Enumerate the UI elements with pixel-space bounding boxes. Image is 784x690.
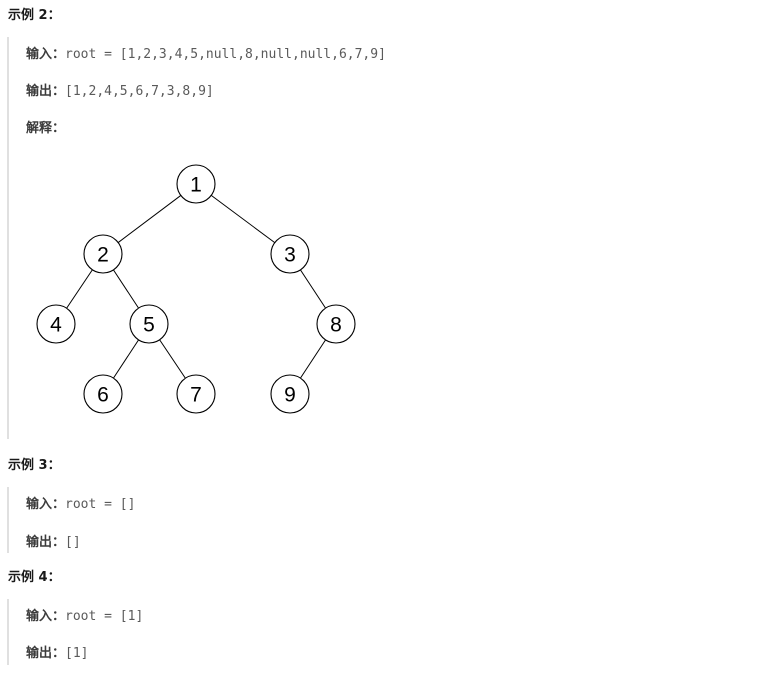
- tree-edge-2-5: [113, 269, 139, 309]
- tree-node-circle: [270, 234, 310, 274]
- tree-node-9: 9: [270, 374, 310, 414]
- example-4-output-line: 输出：[1]: [26, 643, 89, 663]
- tree-node-label: 9: [284, 384, 296, 407]
- example-2-output-label: 输出：: [26, 84, 66, 99]
- tree-node-2: 2: [83, 234, 123, 274]
- example-2-output-line: 输出：[1,2,4,5,6,7,3,8,9]: [26, 81, 214, 101]
- tree-node-circle: [316, 304, 356, 344]
- example-4-input-label: 输入：: [26, 609, 66, 624]
- tree-node-4: 4: [36, 304, 76, 344]
- example-4-input-line: 输入：root = [1]: [26, 606, 143, 626]
- tree-node-circle: [129, 304, 169, 344]
- tree-node-label: 6: [97, 384, 109, 407]
- example-3-input-label: 输入：: [26, 497, 66, 512]
- tree-edges: [66, 194, 326, 379]
- example-2-input-label: 输入：: [26, 47, 66, 62]
- example-2-input-line: 输入：root = [1,2,3,4,5,null,8,null,null,6,…: [26, 44, 386, 64]
- example-2-explain-label: 解释：: [26, 121, 66, 136]
- tree-node-circle: [176, 374, 216, 414]
- example-3-heading: 示例 3：: [8, 458, 61, 473]
- example-2-output-value: [1,2,4,5,6,7,3,8,9]: [65, 84, 214, 99]
- example-4-output-label: 输出：: [26, 646, 66, 661]
- example-3-output-value: []: [65, 535, 81, 550]
- tree-node-label: 8: [330, 314, 342, 337]
- example-3-input-value: root = []: [65, 497, 136, 512]
- tree-node-circle: [270, 374, 310, 414]
- example-4-block: 输入：root = [1] 输出：[1]: [7, 599, 143, 665]
- example-3-output-label: 输出：: [26, 535, 66, 550]
- tree-node-circle: [36, 304, 76, 344]
- tree-edge-3-8: [300, 269, 326, 309]
- tree-node-7: 7: [176, 374, 216, 414]
- example-3-input-line: 输入：root = []: [26, 494, 135, 514]
- example-4-input-value: root = [1]: [65, 609, 144, 624]
- tree-node-circle: [83, 234, 123, 274]
- tree-node-label: 5: [143, 314, 155, 337]
- tree-node-3: 3: [270, 234, 310, 274]
- tree-node-8: 8: [316, 304, 356, 344]
- binary-tree-diagram: 1 2 3 4 5 8 6 7 9: [36, 164, 356, 414]
- tree-node-circle: [83, 374, 123, 414]
- example-2-explain-line: 解释：: [26, 118, 65, 138]
- example-3-output-line: 输出：[]: [26, 532, 81, 552]
- tree-node-label: 3: [284, 244, 296, 267]
- tree-node-label: 2: [97, 244, 109, 267]
- tree-nodes: 1 2 3 4 5 8 6 7 9: [36, 164, 356, 414]
- tree-edge-5-7: [159, 339, 186, 379]
- example-2-input-value: root = [1,2,3,4,5,null,8,null,null,6,7,9…: [65, 47, 386, 62]
- tree-node-5: 5: [129, 304, 169, 344]
- tree-edge-5-6: [113, 339, 139, 379]
- tree-node-6: 6: [83, 374, 123, 414]
- tree-node-label: 7: [190, 384, 202, 407]
- example-3-block: 输入：root = [] 输出：[]: [7, 487, 135, 553]
- example-4-heading: 示例 4：: [8, 570, 61, 585]
- tree-edge-1-3: [210, 194, 276, 244]
- tree-node-label: 4: [50, 314, 62, 337]
- tree-edge-1-2: [117, 195, 182, 243]
- example-2-block: 输入：root = [1,2,3,4,5,null,8,null,null,6,…: [7, 37, 386, 439]
- tree-node-circle: [176, 164, 216, 204]
- tree-node-label: 1: [190, 174, 202, 197]
- tree-edge-8-9: [300, 339, 326, 379]
- tree-node-1: 1: [176, 164, 216, 204]
- tree-edge-2-4: [66, 269, 93, 309]
- example-2-heading: 示例 2：: [8, 8, 61, 23]
- example-4-output-value: [1]: [65, 646, 89, 661]
